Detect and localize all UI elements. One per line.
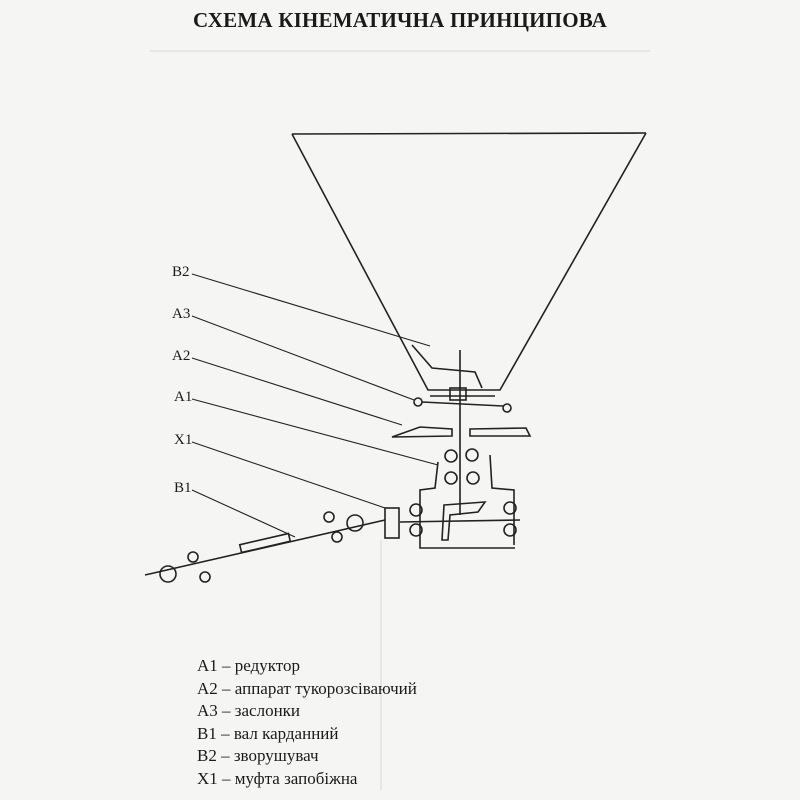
- legend-text: заслонки: [234, 701, 301, 720]
- legend-text: редуктор: [234, 656, 300, 675]
- label-a2: A2: [172, 348, 191, 364]
- legend-item: A2 – аппарат тукорозсіваючий: [197, 678, 417, 701]
- legend-item: B2 – зворушувач: [197, 745, 417, 768]
- legend-text: зворушувач: [233, 746, 319, 765]
- page-title: СХЕМА КІНЕМАТИЧНА ПРИНЦИПОВА: [192, 8, 608, 32]
- legend-sep: –: [217, 656, 235, 675]
- legend-text: муфта запобіжна: [234, 768, 358, 788]
- legend-sep: –: [216, 746, 234, 765]
- safety-clutch: [384, 507, 400, 539]
- legend-code: A1: [197, 656, 218, 675]
- legend-item: A1 – редуктор: [197, 655, 417, 678]
- legend: A1 – редуктор A2 – аппарат тукорозсіваюч…: [197, 655, 417, 790]
- legend-code: A3: [197, 701, 218, 720]
- bleed-through-line: [150, 50, 650, 52]
- bleed-through-line: [380, 540, 382, 790]
- legend-code: X1: [197, 768, 218, 788]
- legend-item: X1 – муфта запобіжна: [197, 768, 417, 791]
- hopper: [291, 132, 647, 391]
- gearbox: [399, 448, 521, 549]
- legend-item: A3 – заслонки: [197, 700, 417, 723]
- legend-code: B1: [197, 723, 217, 743]
- legend-code: B2: [197, 746, 217, 765]
- label-x1: X1: [174, 432, 193, 448]
- legend-sep: –: [216, 723, 234, 743]
- legend-code: A2: [197, 678, 218, 698]
- label-b1: B1: [174, 480, 192, 496]
- label-b2: B2: [172, 264, 190, 280]
- legend-sep: –: [217, 678, 235, 698]
- cardan-shaft: [144, 511, 386, 583]
- legend-text: вал карданний: [233, 723, 339, 743]
- label-a3: A3: [172, 306, 191, 322]
- legend-sep: –: [217, 701, 235, 720]
- leader-lines: [191, 273, 439, 538]
- label-a1: A1: [174, 389, 193, 405]
- shutters: [413, 387, 512, 413]
- spreading-disc: [391, 426, 532, 438]
- legend-text: аппарат тукорозсіваючий: [234, 678, 417, 698]
- legend-item: B1 – вал карданний: [197, 723, 417, 746]
- agitator: [411, 344, 483, 515]
- legend-sep: –: [217, 768, 235, 788]
